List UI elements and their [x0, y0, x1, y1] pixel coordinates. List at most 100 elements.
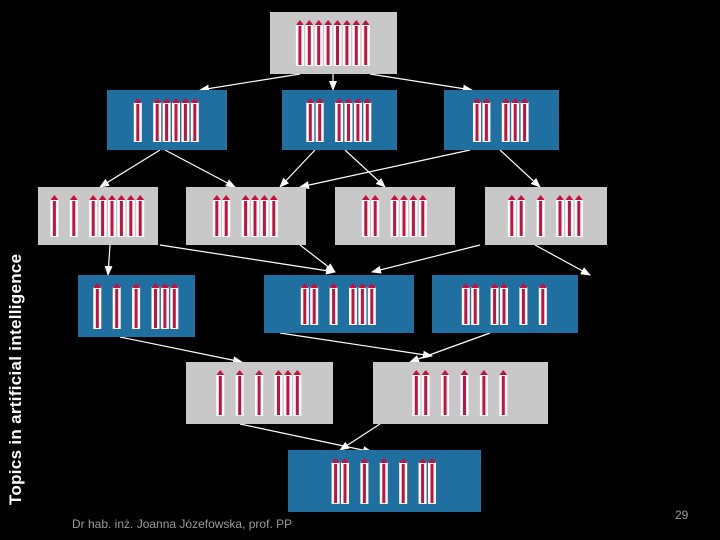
- sample-bar-cap: [379, 458, 388, 463]
- sample-bar-cap: [306, 98, 315, 103]
- cluster-node: [335, 187, 455, 245]
- cluster-node: [270, 12, 397, 74]
- sample-bar-cap: [556, 195, 564, 200]
- cluster-node: [485, 187, 607, 245]
- sample-bar-cap: [335, 98, 344, 103]
- sample-bar: [521, 289, 525, 324]
- cluster-node: [444, 90, 559, 150]
- sample-bar-cap: [112, 283, 121, 288]
- sample-bar-cap: [367, 283, 376, 288]
- sample-bar-cap: [190, 98, 199, 103]
- sample-bar: [317, 26, 321, 65]
- sample-bar: [354, 26, 358, 65]
- sample-bar: [110, 201, 114, 236]
- sample-bar-cap: [371, 195, 380, 200]
- sample-bar: [351, 289, 355, 324]
- sample-bar-cap: [162, 98, 171, 103]
- sample-bar: [493, 289, 497, 324]
- sample-bar: [136, 104, 140, 141]
- sample-bar: [52, 201, 56, 236]
- cluster-node: [288, 450, 481, 512]
- sample-bar: [183, 104, 187, 141]
- sample-bar-cap: [418, 458, 427, 463]
- sample-bar-cap: [293, 370, 302, 375]
- sample-bar: [238, 376, 242, 415]
- sample-bar: [155, 104, 159, 141]
- sample-bar: [473, 289, 477, 324]
- sample-bar: [365, 104, 369, 141]
- sample-bar: [277, 376, 280, 415]
- sample-bar-cap: [222, 195, 231, 200]
- sample-bar-cap: [181, 98, 190, 103]
- sample-bar: [370, 289, 374, 324]
- sample-bar-cap: [331, 458, 340, 463]
- sample-bar: [502, 289, 506, 324]
- sample-bar-cap: [358, 283, 367, 288]
- cluster-node: [78, 275, 195, 337]
- sample-bar-cap: [251, 195, 259, 200]
- sample-bar-cap: [260, 195, 269, 200]
- sample-bar: [501, 376, 505, 415]
- sample-bar: [360, 289, 364, 324]
- sample-bar: [519, 201, 523, 236]
- sample-bar-cap: [501, 98, 510, 103]
- connector-arrow: [164, 149, 236, 188]
- cluster-node: [282, 90, 397, 150]
- sample-bar-cap: [172, 98, 180, 103]
- sample-bar: [513, 104, 517, 141]
- sample-bar-cap: [89, 195, 98, 200]
- sample-bar-cap: [520, 98, 529, 103]
- sample-bar: [95, 289, 99, 328]
- sample-bar: [558, 201, 562, 236]
- sample-bar: [401, 464, 405, 503]
- sample-bar: [244, 201, 248, 236]
- sample-bar-cap: [519, 283, 528, 288]
- sample-bar-cap: [428, 458, 436, 463]
- sample-bar-cap: [329, 283, 338, 288]
- sample-bar-cap: [274, 370, 283, 375]
- connector-arrow: [104, 244, 113, 276]
- sample-bar-cap: [341, 458, 349, 463]
- sample-bar-cap: [412, 370, 421, 375]
- sample-bar-cap: [399, 458, 408, 463]
- sample-bar: [101, 201, 105, 236]
- sample-bar-cap: [349, 283, 357, 288]
- connector-arrow: [279, 149, 316, 188]
- sample-bar-cap: [361, 20, 370, 25]
- sample-bar-cap: [500, 283, 508, 288]
- sample-bar: [174, 104, 178, 141]
- sample-bar-cap: [241, 195, 250, 200]
- sample-bar: [218, 376, 222, 415]
- sample-bar-cap: [482, 98, 491, 103]
- sample-bar: [393, 201, 397, 236]
- sample-bar-cap: [305, 20, 314, 25]
- sample-bar: [262, 201, 266, 236]
- sample-bar-cap: [390, 195, 399, 200]
- sample-bar: [119, 201, 123, 236]
- sample-bar: [523, 104, 527, 141]
- sample-bar: [567, 201, 571, 236]
- sample-bar: [332, 289, 336, 324]
- sample-bar-cap: [490, 283, 499, 288]
- sample-bar: [115, 289, 119, 328]
- sample-bar-cap: [151, 283, 160, 288]
- sample-bar-cap: [314, 20, 323, 25]
- sample-bar-cap: [126, 195, 135, 200]
- sample-bar: [286, 376, 290, 415]
- cluster-node: [432, 275, 578, 333]
- sample-bar-cap: [574, 195, 583, 200]
- sample-bar-cap: [473, 98, 481, 103]
- sample-bar-cap: [295, 20, 304, 25]
- sample-bar: [336, 26, 339, 65]
- sample-bar-cap: [352, 20, 361, 25]
- sample-bar-cap: [460, 370, 469, 375]
- sample-bar-cap: [363, 98, 372, 103]
- sample-bar: [138, 201, 142, 236]
- connector-arrow: [369, 73, 473, 93]
- sample-bar-cap: [212, 195, 221, 200]
- connector-arrow: [339, 423, 381, 451]
- connector-arrow: [299, 244, 336, 273]
- connector-arrow: [239, 423, 373, 455]
- sample-bar-cap: [511, 98, 520, 103]
- sample-bar: [334, 464, 338, 503]
